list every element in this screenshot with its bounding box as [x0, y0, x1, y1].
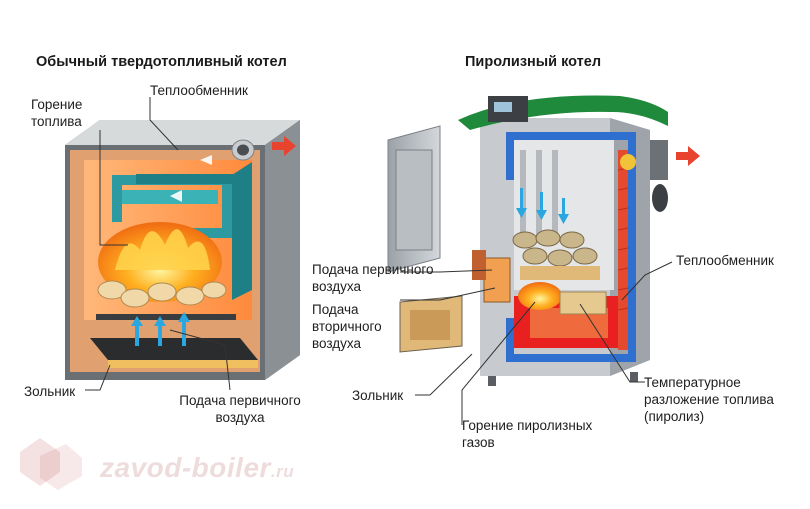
label-primary-air-left: Подача первичного воздуха: [179, 393, 301, 425]
heat-exchanger-right: [618, 150, 628, 350]
pyrolysis-boiler: [387, 95, 700, 425]
fan-icon: [620, 154, 636, 170]
label-heat-exchanger-right: Теплообменник: [676, 253, 774, 268]
primary-air-arrows-left: [131, 312, 190, 346]
firewood-right: [512, 229, 600, 280]
watermark-text: zavod-boiler.ru: [100, 452, 295, 483]
firewood-left: [97, 280, 227, 308]
label-ash-pit-right: Зольник: [352, 388, 404, 403]
conventional-boiler: [65, 97, 300, 391]
label-thermal-decomposition: Температурное разложение топлива (пироли…: [644, 375, 774, 424]
label-fuel-combustion: Горение топлива: [31, 97, 83, 129]
ash-tray-left: [90, 338, 258, 360]
pyrolysis-flame: [518, 282, 562, 310]
watermark-logo-icon: [20, 438, 82, 490]
air-arrows-right: [516, 188, 569, 224]
label-secondary-air-right: Подача вторичного воздуха: [312, 302, 382, 351]
air-box: [483, 257, 511, 303]
grate-left: [96, 314, 236, 320]
left-boiler-title: Обычный твердотопливный котел: [36, 54, 287, 70]
right-boiler-title: Пиролизный котел: [465, 54, 602, 70]
label-heat-exchanger-left: Теплообменник: [150, 83, 248, 98]
exhaust-arrow-right: [676, 146, 700, 166]
label-pyrolysis-gas-combustion: Горение пиролизных газов: [462, 418, 593, 450]
label-ash-pit-left: Зольник: [24, 384, 76, 399]
exhaust-arrow-left: [272, 136, 296, 156]
label-primary-air-right: Подача первичного воздуха: [312, 262, 434, 294]
